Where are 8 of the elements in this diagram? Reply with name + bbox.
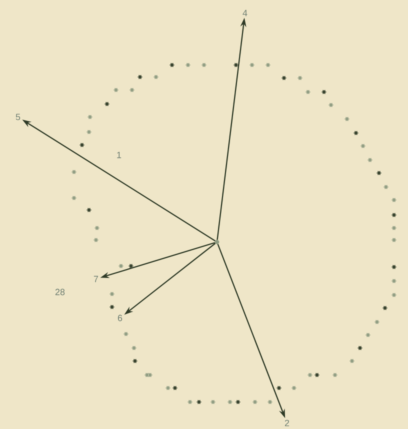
label: 1 [117, 152, 122, 158]
point-label: 6 [118, 314, 122, 322]
point-label: 4 [242, 10, 248, 16]
point-label: 7 [94, 276, 98, 282]
label: 28 [55, 288, 65, 296]
center-point [214, 240, 220, 244]
point-label: 5 [16, 114, 20, 120]
point-label: 2 [284, 420, 290, 426]
